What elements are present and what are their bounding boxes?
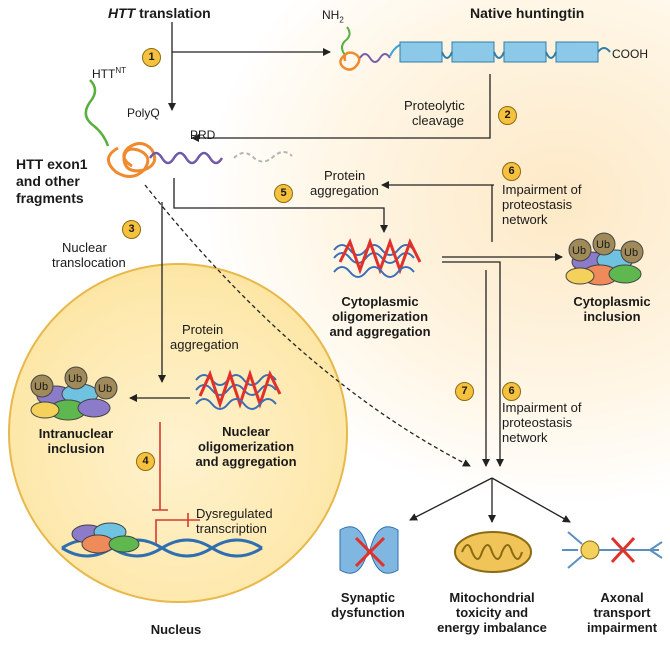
nuclear-aggregate	[195, 369, 282, 410]
nh2-label: NH2	[322, 8, 344, 27]
cytoplasmic-aggregate	[333, 237, 422, 278]
polyq-label: PolyQ	[127, 106, 160, 120]
fragments-line-2: and other	[16, 173, 80, 189]
cyto-incl-line-2: inclusion	[583, 309, 641, 324]
dysreg-line-2: transcription	[196, 521, 267, 536]
protein-agg-nuc-line-2: aggregation	[170, 337, 239, 352]
step-7-badge: 7	[455, 382, 474, 401]
impair-bot-line-1: Impairment of	[502, 400, 582, 415]
protein-aggregation-nuclear-label: Protein aggregation	[170, 322, 239, 352]
axonal-line-2: transport	[593, 605, 651, 620]
impair-bot-line-2: proteostasis	[502, 415, 573, 430]
synaptic-line-2: dysfunction	[331, 605, 405, 620]
cytoplasmic-oligomerization-label: Cytoplasmic oligomerization and aggregat…	[329, 294, 430, 339]
inhibition-lines	[152, 422, 200, 545]
protein-agg-top-line-1: Protein	[324, 168, 366, 183]
protein-agg-nuc-line-1: Protein	[182, 322, 224, 337]
native-huntingtin-label: Native huntingtin	[470, 5, 585, 21]
axonal-line-1: Axonal	[600, 590, 644, 605]
protein-agg-top-line-2: aggregation	[310, 183, 379, 198]
step-2-badge: 2	[498, 106, 517, 125]
ub-label: Ub	[572, 245, 587, 257]
axonal-transport-label: Axonal transport impairment	[587, 590, 657, 635]
htt-nt-superscript: NT	[115, 66, 126, 75]
dna-helix	[61, 522, 263, 558]
ub-label: Ub	[624, 247, 639, 259]
proteolytic-cleavage-label: Proteolytic cleavage	[404, 98, 465, 128]
step-3-badge: 3	[122, 220, 141, 239]
htt-translation-suffix: translation	[135, 5, 211, 21]
ub-label: Ub	[98, 383, 113, 395]
nuclear-oligomerization-label: Nuclear oligomerization and aggregation	[195, 424, 296, 469]
prd-label: PRD	[190, 128, 216, 142]
neuron-icon	[562, 531, 663, 569]
step-1-badge: 1	[142, 48, 161, 67]
nuclear-translocation-label: Nuclear translocation	[52, 240, 126, 270]
nuc-olig-line-2: oligomerization	[197, 439, 295, 454]
ub-label: Ub	[596, 239, 611, 251]
mitochondrion-icon	[454, 531, 532, 573]
htt-translation-label: HTT translation	[108, 6, 211, 21]
step-5-badge: 5	[274, 184, 293, 203]
intranuclear-inclusion	[30, 366, 118, 421]
pathway-arrows	[129, 22, 571, 523]
cytoplasmic-inclusion	[565, 232, 644, 286]
mitochondrial-toxicity-label: Mitochondrial toxicity and energy imbala…	[437, 590, 547, 635]
nuc-olig-line-1: Nuclear	[222, 424, 270, 439]
htt-nt-label: HTTNT	[92, 63, 126, 82]
htt-gene-name: HTT	[108, 5, 136, 21]
ub-label: Ub	[34, 381, 49, 393]
htt-nt-text: HTT	[92, 67, 116, 81]
dysregulated-transcription-label: Dysregulated transcription	[196, 506, 273, 536]
nuclear-trans-line-2: translocation	[52, 255, 126, 270]
proteolytic-line-2: cleavage	[412, 113, 465, 128]
mito-line-3: energy imbalance	[437, 620, 547, 635]
impairment-bottom-label: Impairment of proteostasis network	[502, 400, 581, 445]
nh-text: NH	[322, 8, 340, 22]
cooh-label: COOH	[612, 47, 648, 61]
cytoplasmic-inclusion-label: Cytoplasmic inclusion	[573, 294, 650, 324]
dysreg-line-1: Dysregulated	[196, 506, 273, 521]
nuc-olig-line-3: and aggregation	[195, 454, 297, 469]
step-6-top-badge: 6	[502, 162, 521, 181]
step-4-badge: 4	[136, 452, 155, 471]
protein-aggregation-top-label: Protein aggregation	[310, 168, 379, 198]
impair-top-line-2: proteostasis	[502, 197, 573, 212]
cyto-olig-line-2: oligomerization	[331, 309, 429, 324]
nh2-subscript: 2	[339, 15, 344, 25]
mito-line-2: toxicity and	[455, 605, 529, 620]
cyto-olig-line-1: Cytoplasmic	[341, 294, 419, 309]
step-6-bottom-badge: 6	[502, 382, 521, 401]
synaptic-line-1: Synaptic	[340, 590, 396, 605]
cyto-olig-line-3: and aggregation	[329, 324, 431, 339]
impair-top-line-3: network	[502, 212, 548, 227]
intra-incl-line-2: inclusion	[47, 441, 105, 456]
cyto-incl-line-1: Cytoplasmic	[573, 294, 651, 309]
htt-exon1-fragments-label: HTT exon1 and other fragments	[16, 156, 88, 207]
synapse-icon	[339, 526, 399, 574]
mito-line-1: Mitochondrial	[449, 590, 535, 605]
fragments-line-1: HTT exon1	[16, 156, 88, 172]
nucleus-label: Nucleus	[150, 622, 202, 637]
impair-bot-line-3: network	[502, 430, 548, 445]
fragments-line-3: fragments	[16, 190, 84, 206]
synaptic-dysfunction-label: Synaptic dysfunction	[331, 590, 405, 620]
native-huntingtin-structure	[339, 26, 611, 71]
axonal-line-3: impairment	[586, 620, 658, 635]
htt-exon1-structure	[84, 79, 293, 178]
proteolytic-line-1: Proteolytic	[404, 98, 465, 113]
intra-incl-line-1: Intranuclear	[38, 426, 114, 441]
ub-label: Ub	[68, 373, 83, 385]
impair-top-line-1: Impairment of	[502, 182, 582, 197]
nuclear-trans-line-1: Nuclear	[62, 240, 107, 255]
impairment-top-label: Impairment of proteostasis network	[502, 182, 581, 227]
intranuclear-inclusion-label: Intranuclear inclusion	[39, 426, 113, 456]
